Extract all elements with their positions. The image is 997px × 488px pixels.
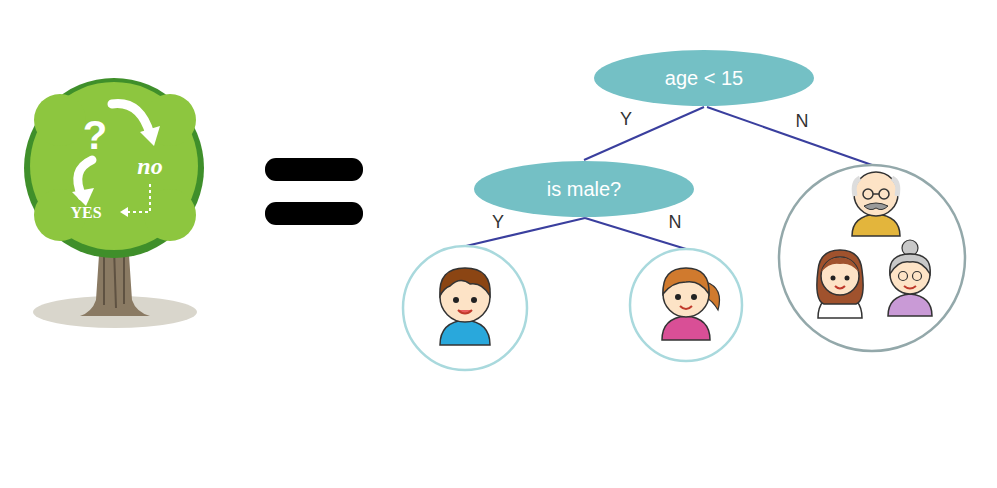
illustration-part (888, 294, 932, 316)
girl-figure (662, 268, 720, 340)
illustration-part (852, 214, 900, 236)
icon-text: ? (83, 113, 107, 157)
illustration-part (265, 202, 363, 225)
woman-figure (817, 250, 863, 318)
ellipse-shape (474, 161, 694, 217)
illustration-part (630, 249, 742, 361)
illustration-part (471, 297, 477, 303)
illustration-part (831, 276, 836, 281)
illustration-part (863, 189, 873, 199)
illustration-part (707, 107, 872, 165)
branch-label: N (669, 213, 682, 233)
illustration-part (680, 306, 692, 309)
illustration-part (466, 218, 585, 246)
illustration-part (120, 207, 128, 217)
illustration-part (821, 257, 859, 295)
illustration-part (691, 294, 697, 300)
icon-text: no (137, 153, 162, 179)
illustration-part (453, 297, 459, 303)
illustration-part (890, 254, 930, 294)
illustration-part (904, 286, 916, 289)
illustration-part (854, 178, 898, 196)
illustration-part (140, 126, 160, 146)
illustration-part (128, 184, 150, 212)
tree-icon (24, 78, 204, 328)
branch-label: Y (620, 110, 632, 130)
illustration-part (440, 320, 490, 345)
illustration-part (817, 250, 863, 304)
illustration-part (913, 272, 922, 281)
illustration-part (458, 310, 472, 314)
ellipse-shape (594, 50, 814, 106)
illustration-part (845, 276, 850, 281)
icon-text: YES (70, 204, 101, 222)
illustration-part (675, 294, 681, 300)
tree-branch (584, 107, 704, 160)
illustration-part (854, 172, 898, 216)
illustration-part (663, 268, 709, 294)
illustration-part (440, 268, 490, 296)
illustration-part (890, 254, 930, 274)
grandmother-figure (888, 240, 932, 316)
decision-ellipse: age < 15 (593, 49, 815, 107)
illustration-part (873, 193, 879, 195)
illustration-part (821, 258, 859, 272)
illustration-part (403, 246, 527, 370)
illustration-part (144, 189, 196, 241)
branch-label: N (796, 112, 809, 132)
node-label: is male? (547, 177, 621, 201)
boy-figure (440, 268, 490, 345)
illustration-part (72, 188, 94, 206)
illustration-part (779, 165, 965, 351)
decision-ellipse: is male? (473, 160, 695, 218)
illustration-part (835, 286, 845, 289)
illustration-part (899, 272, 908, 281)
node-label: age < 15 (665, 66, 743, 90)
old-man-figure (852, 172, 900, 236)
illustration-part (662, 316, 710, 340)
equals-sign (265, 158, 363, 225)
branch-label: Y (492, 213, 504, 233)
illustration-part (265, 158, 363, 181)
illustration-part (24, 78, 204, 258)
illustration-part (34, 94, 86, 146)
illustration-part (30, 82, 198, 250)
illustration-part (112, 104, 150, 134)
illustration-part (879, 189, 889, 199)
illustration-part (864, 203, 888, 210)
